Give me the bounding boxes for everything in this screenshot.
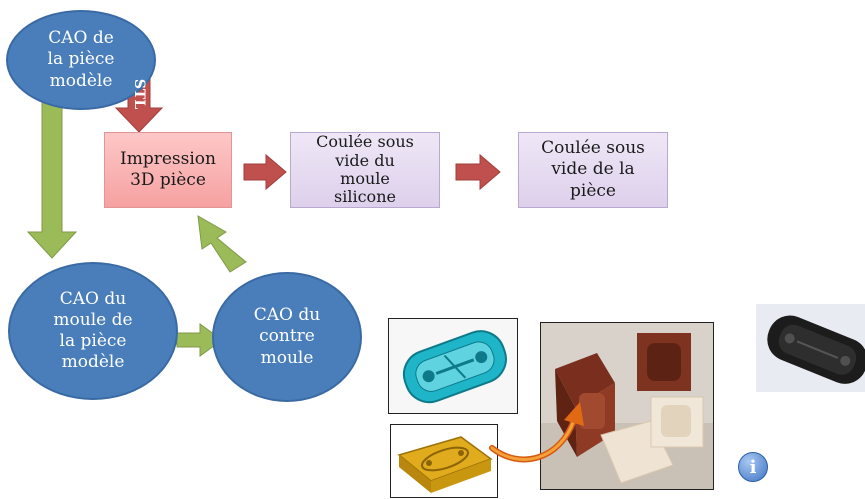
- node-cao-contre-label: CAO du contre moule: [253, 305, 321, 368]
- node-cao-moule-label: CAO du moule de la pièce modèle: [53, 288, 133, 373]
- node-impression-label: Impression 3D pièce: [120, 148, 216, 190]
- node-coulee-piece: Coulée sous vide de la pièce: [518, 132, 668, 208]
- info-icon[interactable]: i: [738, 452, 768, 482]
- photo-silicone-moulds: [540, 322, 714, 490]
- node-coulee-piece-label: Coulée sous vide de la pièce: [541, 138, 645, 201]
- node-cao-contre: CAO du contre moule: [212, 272, 362, 402]
- node-cao-moule: CAO du moule de la pièce modèle: [8, 262, 178, 400]
- final-part-image: [756, 304, 865, 392]
- arrow-green-diagonal: [197, 215, 247, 273]
- stl-label: STL: [131, 78, 147, 110]
- arrow-green-right: [176, 323, 223, 357]
- node-cao-piece-label: CAO de la pièce modèle: [47, 28, 115, 91]
- photo-final-part: [756, 304, 865, 392]
- arrow-red-right-2: [455, 153, 501, 191]
- node-cao-piece: CAO de la pièce modèle: [6, 10, 156, 110]
- yellow-part-image: [391, 425, 497, 497]
- node-coulee-moule-label: Coulée sous vide du moule silicone: [316, 132, 414, 207]
- node-impression: Impression 3D pièce: [104, 132, 232, 208]
- arrow-red-right-1: [243, 153, 287, 191]
- silicone-moulds-image: [541, 323, 713, 489]
- node-coulee-moule: Coulée sous vide du moule silicone: [290, 132, 440, 208]
- cad-mould-image: [389, 319, 517, 413]
- photo-yellow-part: [390, 424, 498, 498]
- photo-cad-mould: [388, 318, 518, 414]
- arrow-green-down: [26, 99, 78, 259]
